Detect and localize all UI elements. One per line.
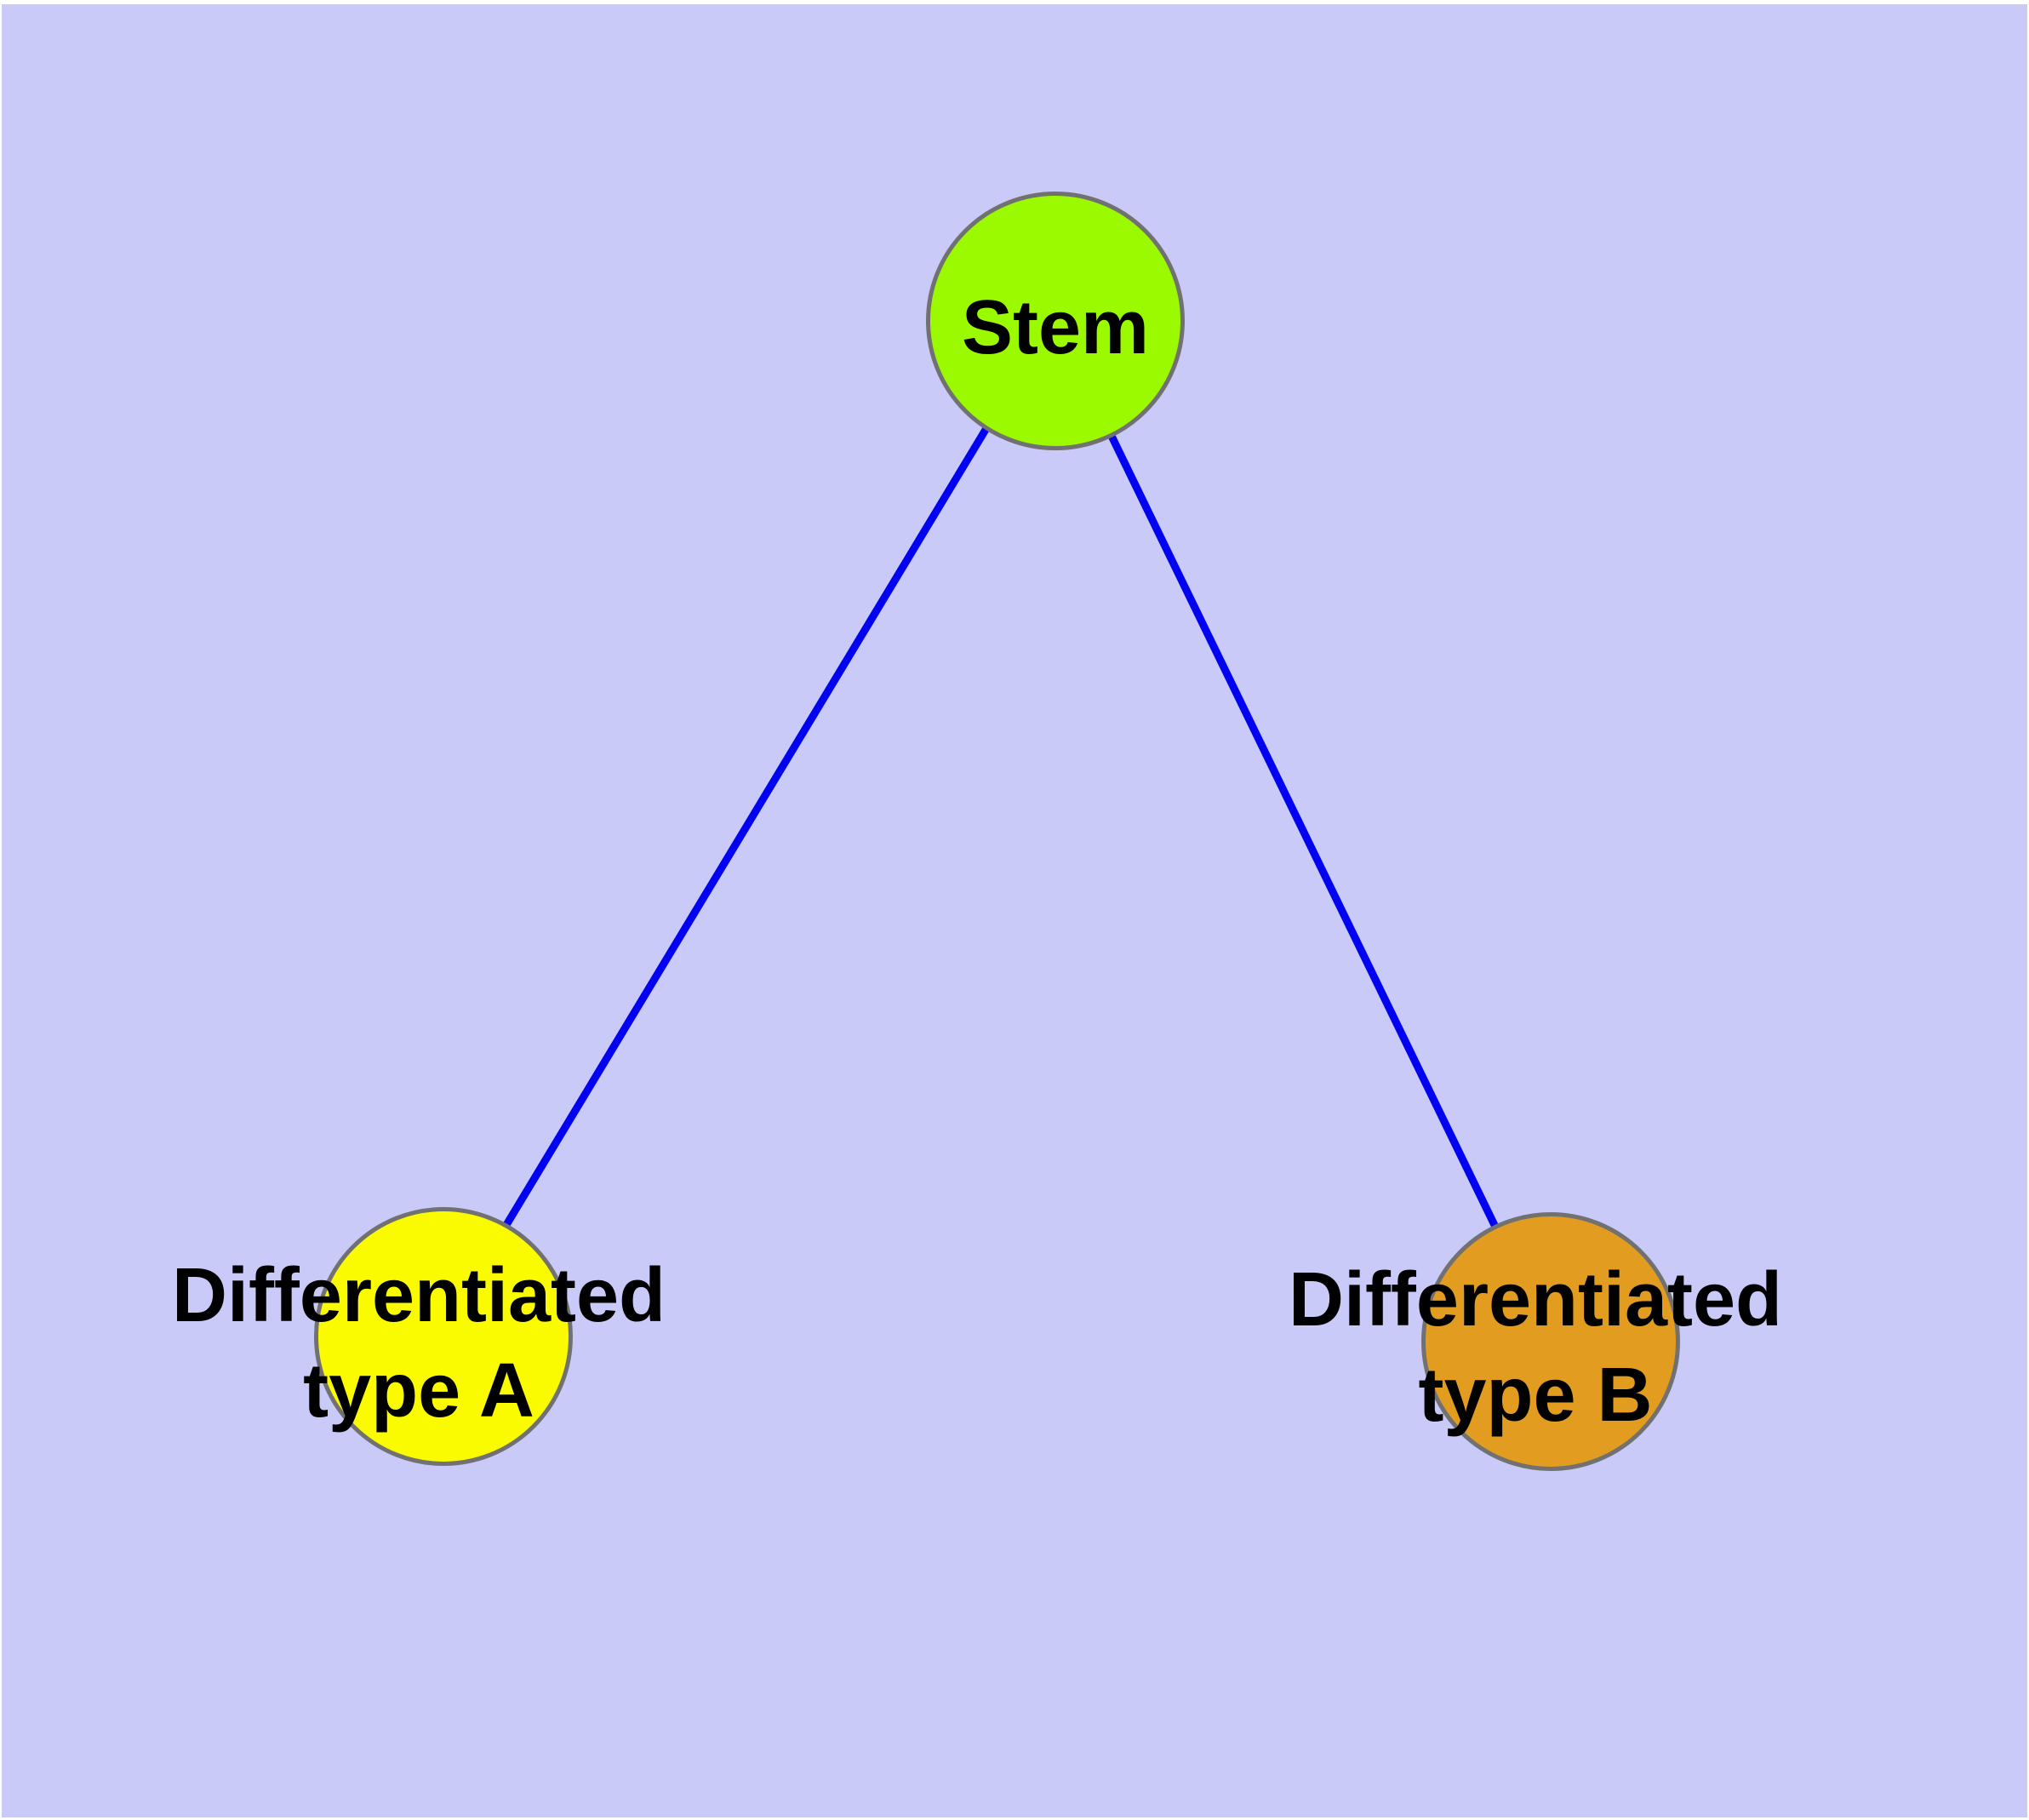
edge-stem-to-type-b [1049,315,1553,1339]
edge-stem-to-type-a [438,314,1057,1335]
node-differentiated-type-a-circle [314,1207,573,1466]
node-differentiated-type-a-label-line2: type A [303,1348,534,1434]
node-stem-circle [926,192,1185,450]
node-differentiated-type-a-label: Differentiated type A [36,1248,802,1439]
node-differentiated-type-b-circle [1421,1212,1680,1471]
node-differentiated-type-b-label: Differentiated type B [1152,1252,1918,1443]
node-stem-label-line1: Stem [961,285,1150,370]
node-stem-label: Stem [715,280,1396,375]
node-differentiated-type-b-label-line1: Differentiated [1288,1257,1783,1342]
node-differentiated-type-a-label-line1: Differentiated [171,1253,666,1338]
edges-layer [438,314,1553,1339]
node-differentiated-type-b-label-line2: type B [1418,1353,1653,1438]
graph-canvas: Stem Differentiated type A Differentiated… [2,4,2027,1817]
